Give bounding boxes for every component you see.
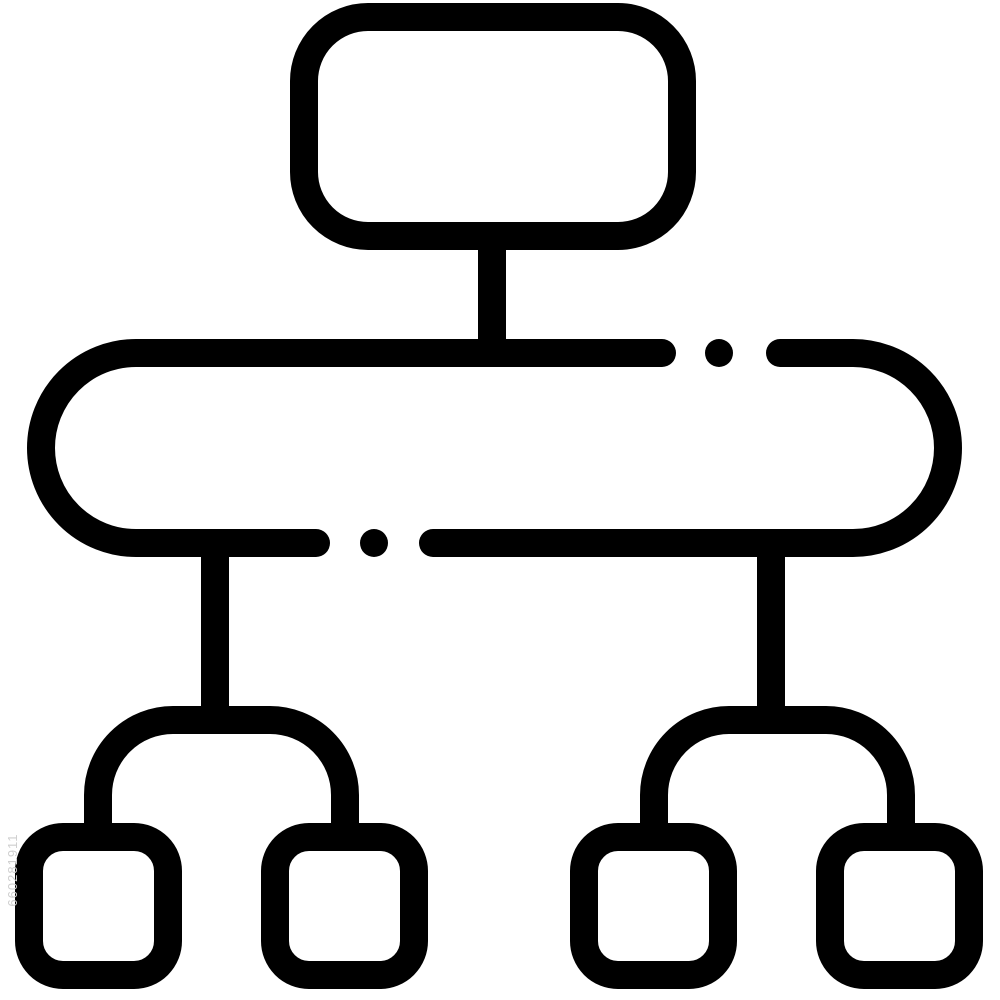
top-node-box — [290, 3, 696, 250]
left-fork-arc — [84, 706, 359, 851]
leaf-node-3-box — [570, 823, 737, 989]
right-fork-arc — [640, 706, 915, 851]
leaf-node-2-box — [261, 823, 428, 989]
bus-capsule-outline-right — [419, 339, 962, 557]
leaf-node-1-box — [15, 823, 182, 989]
stock-id-label: 660281911 — [5, 833, 20, 907]
leaf-node-4-box — [816, 823, 983, 989]
icon-strokes — [15, 3, 983, 989]
bus-capsule-outline — [27, 339, 676, 557]
gap-dot-bottom — [360, 529, 388, 557]
gap-dot-top — [705, 339, 733, 367]
